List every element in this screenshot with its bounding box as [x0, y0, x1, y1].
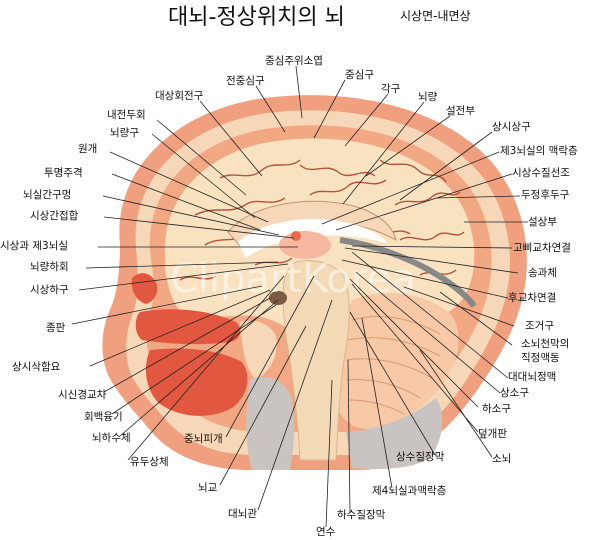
label-great-cerebral-vein: 대대뇌정맥 [508, 371, 556, 383]
label-thalamus-third-ventricle: 시상과 제3뇌실 [0, 240, 68, 252]
label-habenular-commissure: 고삐교차연결 [513, 242, 571, 254]
label-precuneus: 설전부 [446, 105, 475, 117]
label-midbrain-tegmentum: 중뇌피개 [184, 433, 223, 445]
label-fornix: 원개 [78, 143, 97, 155]
label-calcarine-sulcus: 조거구 [525, 320, 554, 332]
nasal-cavity-lower [145, 348, 248, 416]
label-interventricular-foramen: 뇌실간구멍 [23, 189, 71, 201]
label-precentral-sulcus: 전중심구 [226, 75, 265, 87]
labels: 중심주위소엽 중심구 전중심구 대상회전구 각구 뇌량 내전두회 설전부 뇌량구… [0, 54, 578, 538]
label-pons: 뇌교 [198, 482, 218, 494]
label-tuber-cinereum: 회백융기 [84, 411, 123, 423]
label-stria-medullaris: 시상수질선조 [512, 167, 570, 179]
label-superior-thalamic-sulcus: 상시상구 [492, 121, 531, 133]
label-septum-pellucidum: 투명주격 [44, 166, 83, 179]
leader-lines [71, 65, 528, 528]
label-tentorium-of: 소뇌천막의 [521, 338, 569, 350]
pituitary-gland [269, 291, 287, 305]
clivus-bone [246, 376, 295, 470]
label-pituitary: 뇌하수체 [92, 431, 131, 444]
label-cuneus: 설상부 [528, 216, 557, 228]
label-choroid-of-third-ventricle: 제3뇌실의 맥락층 [500, 145, 578, 157]
lateral-ventricle [238, 218, 388, 258]
label-cerebellum: 소뇌 [492, 453, 511, 465]
label-superior-colliculus: 상소구 [500, 387, 529, 399]
label-lamina-terminalis: 종판 [46, 322, 66, 334]
label-straight-sinus: 직정맥동 [521, 352, 560, 364]
thalamus [279, 231, 331, 259]
label-supraoptic-recess: 상시삭함요 [12, 361, 61, 373]
label-callosal-sulcus: 뇌량구 [110, 127, 139, 139]
sphenoid-region [240, 320, 277, 380]
label-interthalamic-adhesion: 시상간접합 [30, 210, 79, 222]
occipital-bone-grey [346, 398, 443, 469]
label-hypothalamic-sulcus: 시상하구 [30, 283, 69, 296]
label-inferior-colliculus: 하소구 [482, 402, 511, 415]
label-medial-frontal-gyrus: 내전두회 [107, 109, 146, 121]
label-cerebral-aqueduct: 대뇌관 [228, 508, 257, 520]
label-fourth-ventricle-choroid: 제4뇌실과맥락층 [372, 485, 447, 497]
diagram-title: 대뇌-정상위치의 뇌 [168, 5, 345, 30]
diagram-subtitle: 시상면-내면상 [400, 9, 471, 23]
label-angular-sulcus: 각구 [381, 83, 401, 95]
watermark: ClipartKorea [170, 256, 416, 302]
label-mammillary-body: 유두상체 [130, 456, 169, 468]
label-optic-chiasm: 시신경교차 [58, 388, 107, 401]
label-central-sulcus: 중심구 [345, 69, 374, 81]
label-tectal-plate: 덮개판 [478, 428, 507, 440]
label-medulla-oblongata: 연수 [316, 526, 336, 538]
head-illustration: ClipartKorea [102, 95, 527, 470]
interthalamic-adhesion [291, 231, 301, 241]
label-cingulate-sulcus: 대상회전구 [155, 90, 204, 102]
label-subcallosal-gyrus: 뇌량하회 [30, 260, 69, 273]
label-inferior-medullary-velum: 하수질장막 [337, 508, 386, 521]
label-corpus-callosum: 뇌량 [418, 91, 438, 103]
label-posterior-commissure: 후교차연결 [508, 292, 556, 304]
label-paracentral-lobule: 중심주위소엽 [265, 54, 323, 67]
cerebellar-folia [345, 315, 441, 415]
brainstem [282, 260, 350, 461]
label-superior-medullary-velum: 상수질장막 [396, 451, 445, 463]
label-pineal-body: 송과체 [528, 267, 557, 279]
label-parieto-occipital-sulcus: 두정후두구 [521, 189, 570, 201]
